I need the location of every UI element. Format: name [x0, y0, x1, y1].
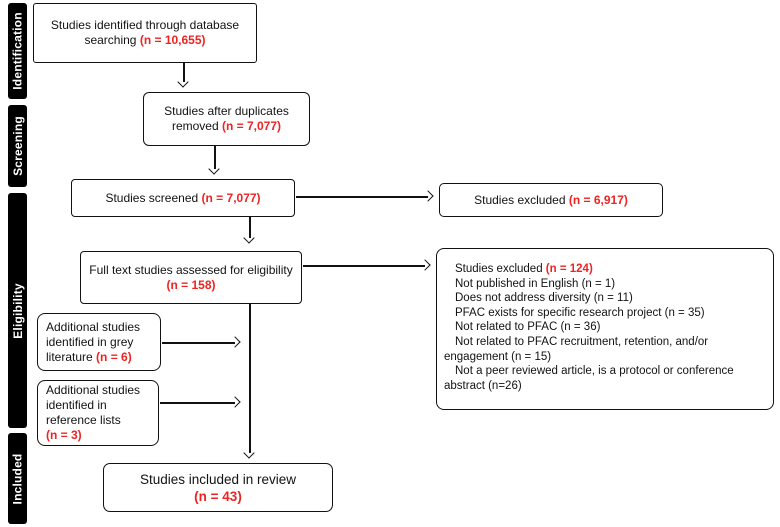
arrow-grey-to-flow-line [162, 342, 235, 344]
box-duplicates-removed: Studies after duplicates removed (n = 7,… [143, 92, 310, 146]
duplicates-removed-label: Studies after duplicates removed [164, 104, 289, 133]
box-fulltext-assessed-text: Full text studies assessed for eligibili… [81, 263, 301, 293]
excluded-fulltext-reasons: Studies excluded (n = 124) Not published… [437, 262, 773, 393]
arrow-grey-to-flow-head [229, 336, 241, 348]
exclusion-reason: Not published in English (n = 1) [455, 277, 616, 290]
fulltext-assessed-label: Full text studies assessed for eligibili… [89, 262, 293, 277]
stage-label-included: Included [10, 453, 25, 504]
box-excluded-fulltext: Studies excluded (n = 124) Not published… [436, 248, 774, 410]
reference-lists-count: (n = 3) [46, 428, 82, 442]
arrow-duplicates-to-screened-head [208, 163, 220, 175]
reference-lists-label: Additional studies identified in referen… [46, 383, 141, 427]
excluded-fulltext-title-line: Studies excluded (n = 124) [444, 262, 767, 277]
excluded-screening-label: Studies excluded [474, 192, 566, 207]
arrow-fulltext-to-included-line [249, 304, 251, 453]
exclusion-reason: Not a peer reviewed article, is a protoc… [444, 365, 734, 392]
excluded-fulltext-count: (n = 124) [545, 263, 593, 275]
box-included-review: Studies included in review (n = 43) [103, 463, 333, 512]
stage-bar-screening: Screening [8, 105, 27, 187]
arrow-fulltext-to-excluded-line [303, 265, 425, 267]
excluded-fulltext-label: Studies excluded [455, 263, 543, 275]
box-database-searching-text: Studies identified through database sear… [34, 18, 256, 48]
arrow-screened-to-excluded-line [296, 196, 428, 198]
exclusion-reason: Not related to PFAC recruitment, retenti… [444, 335, 709, 363]
box-excluded-screening: Studies excluded (n = 6,917) [439, 183, 663, 217]
arrow-reflists-to-flow-line [160, 402, 235, 404]
arrow-screened-to-excluded-head [422, 190, 434, 202]
box-grey-literature: Additional studies identified in grey li… [37, 313, 161, 371]
box-excluded-screening-text: Studies excluded (n = 6,917) [440, 193, 662, 208]
included-review-label: Studies included in review [139, 471, 297, 487]
database-searching-count: (n = 10,655) [139, 33, 206, 47]
arrow-screened-to-fulltext-line [249, 217, 251, 238]
stage-bar-identification: Identification [8, 3, 27, 99]
box-included-review-text: Studies included in review (n = 43) [104, 471, 332, 505]
fulltext-assessed-count: (n = 158) [166, 277, 216, 292]
arrow-db-to-duplicates-head [177, 76, 189, 88]
box-reference-lists: Additional studies identified in referen… [37, 380, 159, 446]
studies-screened-count: (n = 7,077) [201, 190, 261, 205]
included-review-count: (n = 43) [194, 488, 242, 504]
box-studies-screened: Studies screened (n = 7,077) [71, 179, 295, 217]
arrow-reflists-to-flow-head [229, 396, 241, 408]
stage-label-screening: Screening [10, 116, 25, 176]
excluded-screening-count: (n = 6,917) [568, 192, 628, 207]
box-reference-lists-text: Additional studies identified in referen… [38, 383, 158, 443]
box-duplicates-removed-text: Studies after duplicates removed (n = 7,… [144, 104, 309, 134]
box-grey-literature-text: Additional studies identified in grey li… [38, 320, 160, 365]
arrow-screened-to-fulltext-head [243, 232, 255, 244]
arrow-duplicates-to-screened-line [214, 146, 216, 169]
stage-label-eligibility: Eligibility [10, 282, 25, 339]
box-studies-screened-text: Studies screened (n = 7,077) [72, 191, 294, 206]
exclusion-reason: Does not address diversity (n = 11) [455, 292, 633, 305]
stage-bar-eligibility: Eligibility [8, 193, 27, 428]
grey-literature-count: (n = 6) [96, 349, 132, 364]
stage-label-identification: Identification [10, 12, 25, 90]
studies-screened-label: Studies screened [105, 190, 199, 205]
arrow-fulltext-to-excluded-head [419, 259, 431, 271]
duplicates-removed-count: (n = 7,077) [222, 119, 282, 133]
grey-literature-label: Additional studies identified in grey li… [46, 319, 141, 364]
exclusion-reason: PFAC exists for specific research projec… [455, 306, 705, 319]
arrow-db-to-duplicates-line [183, 63, 185, 82]
arrow-fulltext-to-included-head [243, 447, 255, 459]
database-searching-label: Studies identified through database sear… [50, 18, 240, 47]
box-fulltext-assessed: Full text studies assessed for eligibili… [80, 251, 302, 304]
box-database-searching: Studies identified through database sear… [33, 3, 257, 63]
exclusion-reason: Not related to PFAC (n = 36) [455, 321, 601, 334]
stage-bar-included: Included [8, 433, 27, 524]
